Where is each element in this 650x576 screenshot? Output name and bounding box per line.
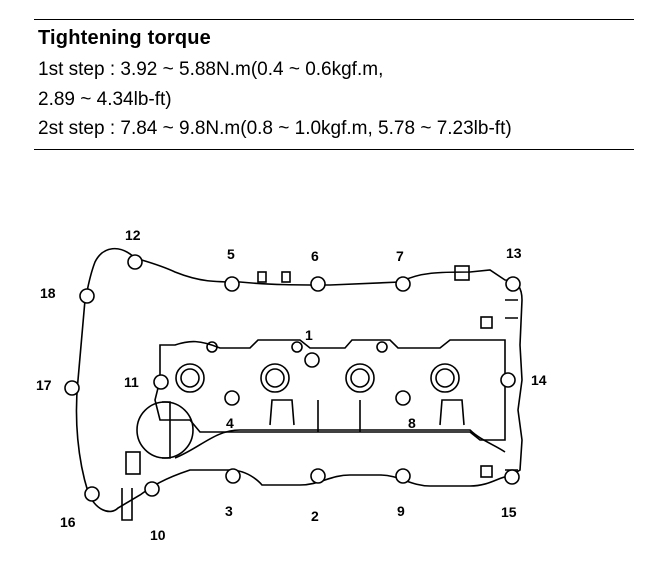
bolt-labels: 1 2 3 4 5 6 7 8 9 10 11 12 13 14 15 16 1… (36, 227, 547, 543)
bolt-8-marker (395, 390, 411, 406)
cylinder-head-cover-diagram: 1 2 3 4 5 6 7 8 9 10 11 12 13 14 15 16 1… (36, 227, 547, 543)
bolt-13-marker (505, 276, 521, 292)
bolt-11-marker (153, 374, 169, 390)
torque-title: Tightening torque (38, 27, 212, 49)
torque-spec-box: Tightening torque 1st step : 3.92 ~ 5.88… (34, 19, 634, 150)
bolt-label-11: 11 (124, 374, 139, 390)
bottom-rule (34, 149, 634, 150)
bolt-6-marker (310, 276, 326, 292)
bolt-label-2: 2 (311, 508, 319, 524)
bolt-label-12: 12 (125, 227, 141, 243)
bolt-label-8: 8 (408, 415, 416, 431)
step1-line1: 1st step : 3.92 ~ 5.88N.m(0.4 ~ 0.6kgf.m… (38, 59, 384, 80)
bolt-15-marker (504, 469, 520, 485)
bolt-label-10: 10 (150, 527, 166, 543)
bolt-5-marker (224, 276, 240, 292)
bolt-label-4: 4 (226, 415, 234, 431)
bolt-9-marker (395, 468, 411, 484)
bolt-12-marker (127, 254, 143, 270)
bolt-label-15: 15 (501, 504, 517, 520)
cover-outline (75, 247, 523, 521)
bolt-17-marker (64, 380, 80, 396)
bolt-markers (64, 254, 521, 502)
bolt-16-marker (84, 486, 100, 502)
step2-line: 2st step : 7.84 ~ 9.8N.m(0.8 ~ 1.0kgf.m,… (38, 118, 512, 139)
bolt-4-marker (224, 390, 240, 406)
bolt-2-marker (310, 468, 326, 484)
top-rule (34, 19, 634, 20)
bolt-10-marker (144, 481, 160, 497)
bolt-label-3: 3 (225, 503, 233, 519)
bolt-18-marker (79, 288, 95, 304)
bolt-7-marker (395, 276, 411, 292)
bolt-label-13: 13 (506, 245, 522, 261)
bolt-label-17: 17 (36, 377, 52, 393)
bolt-label-1: 1 (305, 327, 313, 343)
bolt-label-7: 7 (396, 248, 404, 264)
bolt-1-marker (304, 352, 320, 368)
bolt-label-14: 14 (531, 372, 547, 388)
bolt-14-marker (500, 372, 516, 388)
bolt-label-18: 18 (40, 285, 56, 301)
bolt-label-9: 9 (397, 503, 405, 519)
bolt-label-16: 16 (60, 514, 76, 530)
step1-line2: 2.89 ~ 4.34lb-ft) (38, 89, 172, 110)
bolt-label-5: 5 (227, 246, 235, 262)
bolt-label-6: 6 (311, 248, 319, 264)
bolt-3-marker (225, 468, 241, 484)
